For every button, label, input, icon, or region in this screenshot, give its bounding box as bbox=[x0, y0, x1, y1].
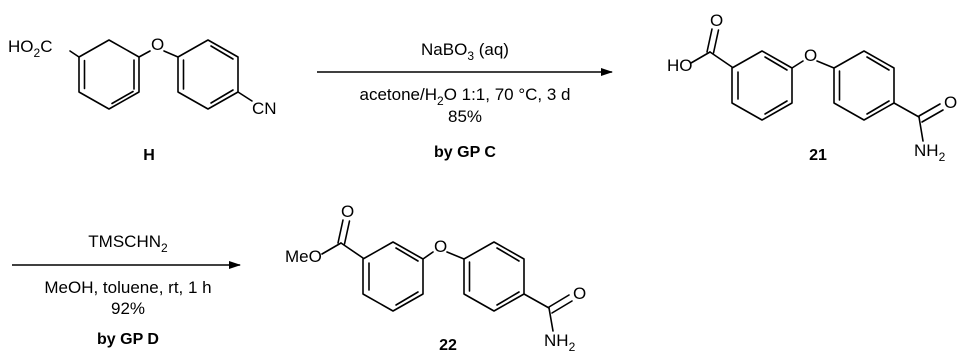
step-2-yield: 92% bbox=[111, 299, 145, 318]
compound-21-amide-o: O bbox=[944, 93, 957, 112]
compound-21-hydroxyl: HO bbox=[667, 56, 693, 75]
compound-21: HO O O O NH2 21 bbox=[667, 11, 957, 164]
compound-22-methoxy: MeO bbox=[285, 247, 322, 266]
compound-h: HO2C O CN H bbox=[8, 35, 277, 164]
compound-h-acid-group: HO2C bbox=[8, 37, 52, 60]
step-1-conditions: acetone/H2O 1:1, 70 °C, 3 d bbox=[360, 85, 571, 108]
compound-21-ether-o: O bbox=[804, 46, 817, 65]
compound-21-carbonyl-o: O bbox=[710, 11, 723, 30]
compound-22-amine: NH2 bbox=[544, 331, 576, 354]
compound-21-label: 21 bbox=[809, 147, 827, 164]
compound-h-ether-o: O bbox=[151, 35, 164, 54]
step-2-conditions: MeOH, toluene, rt, 1 h bbox=[44, 278, 211, 297]
compound-h-label: H bbox=[143, 147, 155, 164]
compound-21-bonds bbox=[690, 28, 944, 142]
compound-22-bonds bbox=[321, 219, 573, 332]
step-2-procedure: by GP D bbox=[97, 331, 159, 348]
compound-22-carbonyl-o: O bbox=[341, 202, 354, 221]
compound-22-ether-o: O bbox=[434, 237, 447, 256]
compound-h-nitrile: CN bbox=[252, 99, 277, 118]
compound-21-amine: NH2 bbox=[914, 141, 946, 164]
step-2-reagent: TMSCHN2 bbox=[88, 232, 168, 255]
compound-22-label: 22 bbox=[439, 337, 457, 354]
compound-22-amide-o: O bbox=[573, 284, 586, 303]
reaction-step-2: TMSCHN2 MeOH, toluene, rt, 1 h 92% by GP… bbox=[12, 232, 241, 348]
reaction-step-1: NaBO3 (aq) acetone/H2O 1:1, 70 °C, 3 d 8… bbox=[317, 40, 613, 161]
step-1-procedure: by GP C bbox=[434, 144, 496, 161]
step-1-yield: 85% bbox=[448, 107, 482, 126]
compound-22: MeO O O O NH2 22 bbox=[285, 202, 586, 354]
step-1-reagent: NaBO3 (aq) bbox=[421, 40, 509, 63]
compound-h-bonds bbox=[69, 39, 253, 110]
